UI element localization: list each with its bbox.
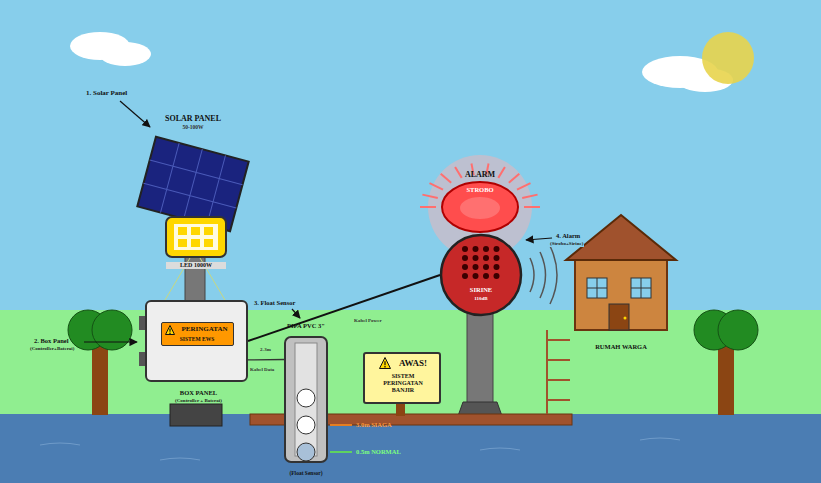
node-heading: AWAS! <box>393 358 433 368</box>
leader-line <box>526 238 552 240</box>
speaker-hole <box>494 273 500 279</box>
control-box: PERINGATANSISTEM EWSBOX PANEL(Controller… <box>145 300 248 382</box>
glow-ray <box>430 183 443 189</box>
callout-number: 2. Box Panel <box>34 337 69 344</box>
cloud <box>70 32 733 92</box>
node-heading: LED 1000W <box>166 262 226 269</box>
annotation: (Strobo+Sirine) <box>549 241 584 247</box>
speaker-hole <box>462 273 468 279</box>
speaker-hole <box>462 246 468 252</box>
light-beam <box>165 258 225 300</box>
node-heading: ALARM <box>440 170 520 179</box>
led-box: LED 1000W <box>158 215 234 273</box>
glow-ray <box>420 206 436 208</box>
cable <box>248 275 440 341</box>
warning-icon <box>165 325 175 335</box>
glow-ray <box>422 195 437 198</box>
warning-icon <box>379 357 391 369</box>
level-line <box>330 451 352 453</box>
node-heading: SOLAR PANEL <box>130 114 256 123</box>
speaker-hole <box>483 246 489 252</box>
speaker-hole <box>473 264 479 270</box>
warning-label: PERINGATAN SISTEM EWS <box>161 322 234 346</box>
node-text: 110dB <box>456 296 506 302</box>
sound-wave <box>530 246 557 304</box>
speaker-hole <box>473 255 479 261</box>
glow-ray <box>522 195 537 198</box>
glow-ray <box>455 167 462 178</box>
node-heading: RUMAH WARGA <box>565 343 677 350</box>
node-heading: PERINGATAN <box>177 325 232 333</box>
grass <box>0 310 821 416</box>
wave <box>40 438 680 460</box>
speaker-holes <box>462 246 500 279</box>
speaker-hole <box>483 273 489 279</box>
pvc-pipe <box>285 337 327 462</box>
annotation: Kabel Power <box>354 318 382 324</box>
sign-post <box>396 402 405 416</box>
node-heading: BOX PANEL <box>147 389 250 396</box>
callout-number: 4. Alarm <box>556 232 580 239</box>
node-text: (Controller + Baterai) <box>141 398 256 404</box>
speaker-hole <box>462 255 468 261</box>
speaker-hole <box>494 255 500 261</box>
node-text: SISTEM PERINGATAN BANJIR <box>378 373 428 394</box>
glow-ray <box>509 174 519 183</box>
water <box>0 414 821 483</box>
box-base <box>170 404 222 426</box>
sun <box>702 32 754 84</box>
node-text: SISTEM EWS <box>162 336 232 342</box>
callout-number: 0.5m NORMAL <box>356 448 401 455</box>
alarm-pole <box>467 310 493 406</box>
speaker-hole <box>483 255 489 261</box>
node-text: 50-100W <box>130 124 256 130</box>
strobe <box>442 182 518 232</box>
leader-line <box>120 101 150 127</box>
cable <box>248 359 285 361</box>
glow-ray <box>524 206 540 208</box>
warning-sign: AWAS! SISTEM PERINGATAN BANJIR <box>363 352 441 404</box>
led-light <box>166 217 226 257</box>
callout-number: 3. Float Sensor <box>254 299 295 306</box>
solar-panel-box: SOLAR PANEL50-100W <box>130 114 256 134</box>
speaker-hole <box>494 264 500 270</box>
siren <box>441 235 521 315</box>
fence <box>547 330 570 414</box>
speaker-hole <box>473 273 479 279</box>
annotation: Kabel Data <box>250 367 274 373</box>
glow-ray <box>517 183 530 189</box>
level-line <box>330 424 352 426</box>
strobe-lens <box>460 197 500 219</box>
glow-ray <box>498 167 505 178</box>
annotation: (Controller+Baterai) <box>30 346 74 352</box>
speaker-hole <box>462 264 468 270</box>
leader-line <box>84 341 137 342</box>
callout-number: 3.0m SIAGA <box>356 421 392 428</box>
tree <box>68 310 132 415</box>
annotation: 2-3m <box>260 347 271 353</box>
house-box: RUMAH WARGA <box>565 215 677 353</box>
tree <box>694 310 758 415</box>
strobe-box: ALARM STROBO <box>440 170 520 200</box>
glow-ray <box>441 174 451 183</box>
speaker-hole <box>473 246 479 252</box>
house <box>566 215 676 330</box>
node-text: (Float Sensor) <box>271 470 341 476</box>
pipe-box: PIPA PVC 3"(Float Sensor) <box>285 337 327 462</box>
callout-number: 1. Solar Panel <box>86 90 127 98</box>
leader-line <box>292 309 300 318</box>
speaker-hole <box>494 246 500 252</box>
speaker-hole <box>483 264 489 270</box>
node-heading: PIPA PVC 3" <box>273 322 339 329</box>
node-heading: SIRINE <box>451 286 511 293</box>
siren-box: SIRINE 110dB <box>440 234 522 316</box>
node-text: STROBO <box>440 186 520 193</box>
